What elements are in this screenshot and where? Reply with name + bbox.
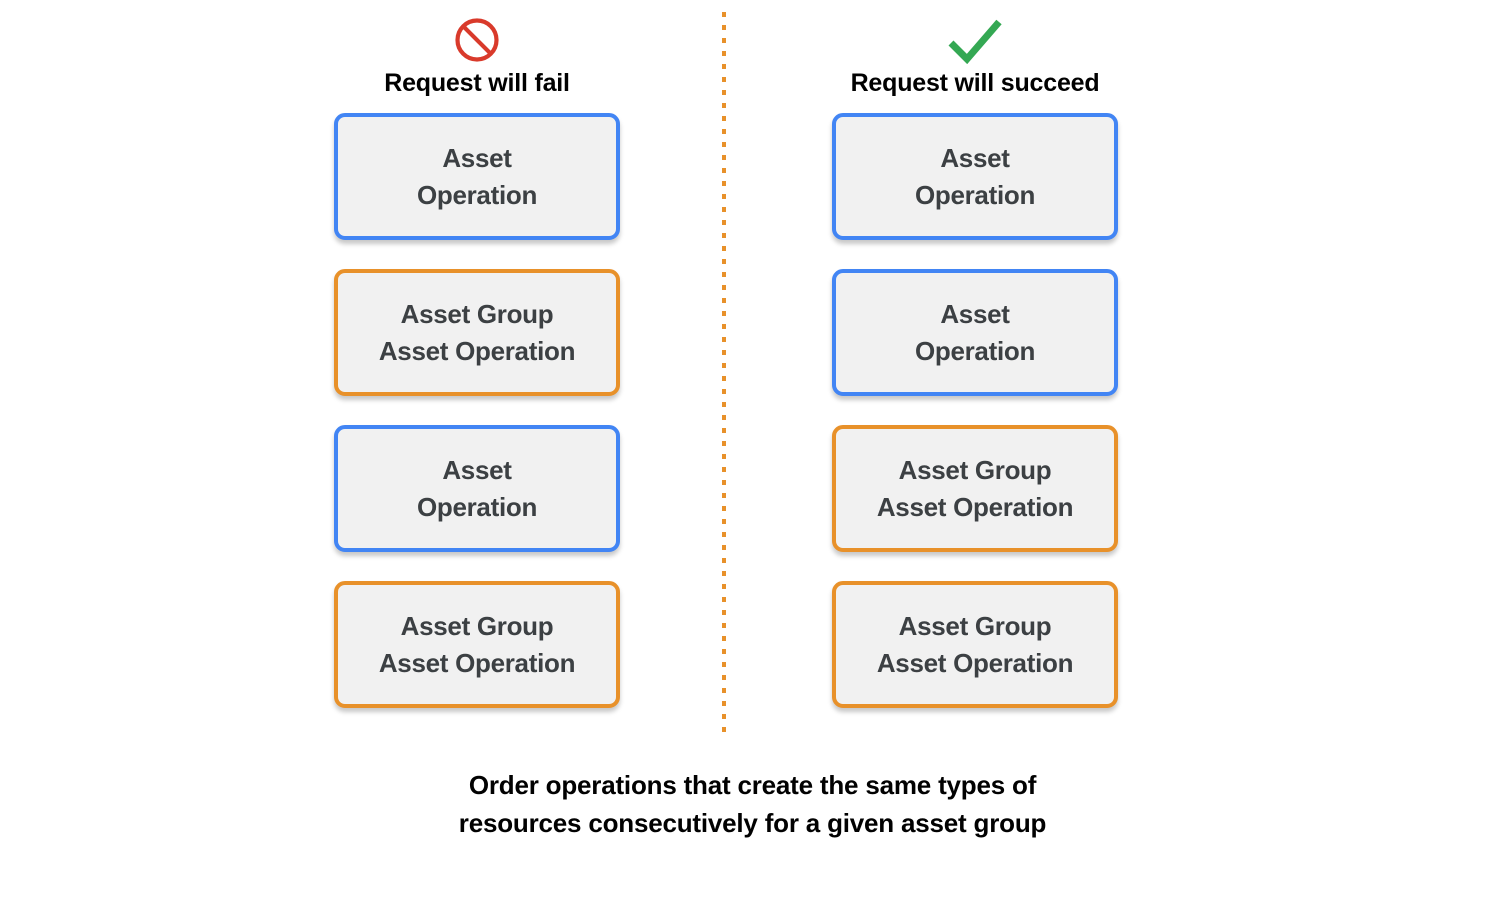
card-asset-operation[interactable]: Asset Operation [334, 113, 620, 240]
card-asset-operation[interactable]: Asset Operation [832, 269, 1118, 396]
column-fail-header: Request will fail [277, 0, 677, 113]
card-asset-group-asset-operation[interactable]: Asset Group Asset Operation [334, 581, 620, 708]
card-label: Asset Group Asset Operation [378, 610, 576, 678]
card-label: Asset Operation [416, 454, 538, 522]
column-succeed-header: Request will succeed [775, 0, 1175, 113]
card-label: Asset Operation [914, 142, 1036, 210]
card-label: Asset Group Asset Operation [378, 298, 576, 366]
card-asset-operation[interactable]: Asset Operation [334, 425, 620, 552]
diagram-caption: Order operations that create the same ty… [458, 770, 1047, 838]
column-fail-card-stack: Asset Operation Asset Group Asset Operat… [277, 113, 677, 737]
card-label: Asset Group Asset Operation [876, 454, 1074, 522]
card-asset-group-asset-operation[interactable]: Asset Group Asset Operation [832, 581, 1118, 708]
card-label: Asset Group Asset Operation [876, 610, 1074, 678]
card-asset-operation[interactable]: Asset Operation [832, 113, 1118, 240]
card-asset-group-asset-operation[interactable]: Asset Group Asset Operation [832, 425, 1118, 552]
column-divider [722, 12, 726, 736]
prohibition-icon [454, 12, 500, 68]
column-fail: Request will fail Asset Operation Asset … [277, 0, 677, 708]
column-fail-title: Request will fail [384, 69, 570, 97]
card-label: Asset Operation [416, 142, 538, 210]
column-succeed-title: Request will succeed [850, 69, 1100, 97]
card-label: Asset Operation [914, 298, 1036, 366]
column-succeed-card-stack: Asset Operation Asset Operation Asset Gr… [775, 113, 1175, 737]
checkmark-icon [945, 12, 1005, 68]
column-succeed: Request will succeed Asset Operation Ass… [775, 0, 1175, 708]
card-asset-group-asset-operation[interactable]: Asset Group Asset Operation [334, 269, 620, 396]
